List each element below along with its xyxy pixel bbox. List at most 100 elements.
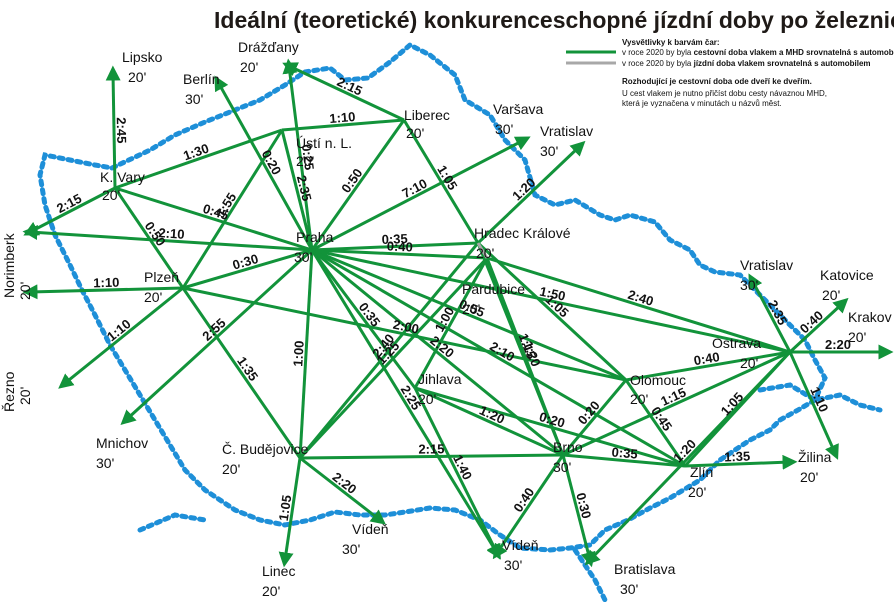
route-line	[298, 256, 489, 460]
legend-rule: Rozhodující je cestovní doba ode dveří k…	[622, 77, 812, 86]
city-name-vratislav_e: Vratislav	[740, 257, 793, 273]
route-line	[114, 128, 283, 190]
city-name-katovice: Katovice	[820, 267, 874, 283]
city-mhd-viden: 30'	[504, 557, 522, 573]
route-line	[311, 248, 686, 468]
route-line	[299, 456, 386, 525]
route-line	[298, 242, 480, 459]
route-line	[788, 351, 839, 460]
route-line	[311, 136, 531, 252]
route-line	[182, 248, 313, 290]
route-line	[414, 386, 686, 468]
route-line	[105, 65, 121, 189]
route-line	[311, 248, 627, 382]
city-name-kvary: K. Vary	[100, 169, 145, 185]
city-mhd-berlin: 30'	[185, 91, 203, 107]
city-name-drazdany: Drážďany	[238, 39, 299, 55]
city-mhd-drazdany: 20'	[240, 59, 258, 75]
city-name-varsava: Varšava	[493, 101, 544, 117]
city-name-norimberk: Norimberk	[1, 232, 17, 298]
route-line	[114, 186, 313, 252]
travel-time-label: 2:45	[114, 117, 129, 143]
city-name-praha: Praha	[296, 229, 334, 245]
city-mhd-usti: 20'	[296, 153, 314, 169]
route-line	[311, 241, 479, 252]
route-line	[561, 379, 628, 456]
city-name-brno: Brno	[553, 439, 583, 455]
city-mhd-hradec: 20'	[476, 245, 494, 261]
route-line	[58, 286, 184, 389]
route-line	[22, 284, 184, 300]
city-mhd-bratislava: 30'	[620, 581, 638, 597]
city-mhd-mnichov: 30'	[96, 455, 114, 471]
city-mhd-praha: 30'	[294, 249, 312, 265]
route-line	[476, 241, 628, 382]
route-line	[413, 257, 489, 389]
travel-time-label: 2:15	[418, 441, 444, 456]
city-name-viden_w: Vídeň	[352, 521, 389, 537]
route-line	[492, 454, 565, 560]
legend-green-bold: cestovní doba vlakem a MHD srovnatelná s…	[694, 48, 894, 57]
city-name-bratislava: Bratislava	[614, 561, 676, 577]
map-title: Ideální (teoretické) konkurenceschopné j…	[214, 7, 894, 33]
city-name-plzen: Plzeň	[144, 269, 179, 285]
city-name-pardubice: Pardubice	[462, 281, 525, 297]
route-line	[684, 454, 798, 470]
city-mhd-norimberk: 20'	[17, 282, 33, 300]
route-line	[22, 224, 313, 252]
city-name-zilina: Žilina	[798, 449, 832, 465]
city-name-liberec: Liberec	[404, 107, 450, 123]
city-name-usti: Ústí n. L.	[296, 135, 352, 151]
route-line	[310, 119, 406, 251]
city-mhd-vratislav_pl: 30'	[540, 143, 558, 159]
city-mhd-katovice: 20'	[822, 287, 840, 303]
city-name-rezno: Řezno	[1, 371, 17, 412]
city-name-jihlava: Jihlava	[418, 371, 462, 387]
city-mhd-cbudejovice: 20'	[222, 461, 240, 477]
city-mhd-krakov: 20'	[848, 329, 866, 345]
city-mhd-vratislav_e: 30'	[740, 277, 758, 293]
city-name-krakov: Krakov	[848, 309, 892, 325]
city-mhd-zlin: 20'	[688, 484, 706, 500]
route-line	[476, 140, 586, 245]
travel-time-label: 1:10	[93, 275, 119, 291]
city-name-vratislav_pl: Vratislav	[540, 123, 593, 139]
route-line	[282, 58, 314, 251]
city-mhd-liberec: 20'	[406, 125, 424, 141]
city-mhd-olomouc: 20'	[630, 391, 648, 407]
city-mhd-varsava: 30'	[495, 121, 513, 137]
route-line	[282, 62, 405, 122]
legend-green-text: v roce 2020 by byla cestovní doba vlakem…	[622, 48, 894, 57]
route-line	[281, 118, 405, 132]
legend-gray-text: v roce 2020 by byla jízdní doba vlakem s…	[622, 59, 871, 68]
route-line	[788, 297, 849, 354]
travel-time-label: 0:40	[386, 238, 413, 254]
travel-time-label: 2:40	[626, 287, 655, 309]
travel-time-label: 0:40	[797, 308, 826, 337]
city-mhd-zilina: 20'	[800, 469, 818, 485]
travel-time-label: 1:35	[724, 449, 751, 465]
city-mhd-rezno: 20'	[17, 387, 33, 405]
travel-time-label: 0:20	[537, 409, 566, 431]
travel-time-label: 0:30	[231, 251, 260, 273]
city-name-berlin: Berlín	[183, 71, 220, 87]
route-line	[625, 350, 791, 382]
travel-time-label: 1:00	[290, 340, 306, 367]
route-line	[561, 454, 596, 568]
route-line	[311, 248, 488, 260]
travel-time-label: 1:10	[329, 109, 356, 126]
route-line	[311, 248, 791, 354]
city-mhd-jihlava: 20'	[418, 391, 436, 407]
city-mhd-linec: 20'	[262, 583, 280, 599]
travel-time-label: 0:25	[299, 143, 317, 171]
route-line	[402, 119, 480, 244]
country-border	[37, 42, 828, 553]
legend-heading: Vysvětlivky k barvám čar:	[622, 38, 720, 47]
travel-time-label: 2:20	[825, 337, 851, 352]
route-line	[485, 257, 565, 456]
city-name-zlin: Zlín	[690, 464, 713, 480]
city-name-linec: Linec	[262, 563, 295, 579]
legend: Vysvětlivky k barvám čar: v roce 2020 by…	[566, 38, 894, 108]
city-mhd-ostrava: 20'	[740, 355, 758, 371]
